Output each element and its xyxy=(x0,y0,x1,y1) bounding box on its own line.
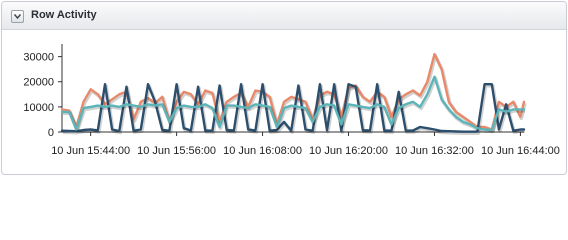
panel-header: Row Activity xyxy=(2,2,566,30)
panel-title: Row Activity xyxy=(31,9,97,21)
series-line xyxy=(60,83,526,133)
series-line xyxy=(60,52,526,131)
y-tick-label: 20000 xyxy=(23,77,54,89)
y-tick-label: 0 xyxy=(48,127,54,139)
chart-area: 0 10000 20000 30000 10 Jun 15:44:00 10 Jun 15… xyxy=(2,30,566,174)
x-tick-label: 10 Jun 15:56:00 xyxy=(137,145,216,157)
x-tick-label: 10 Jun 16:20:00 xyxy=(309,145,388,157)
x-tick-label: 10 Jun 16:08:00 xyxy=(223,145,302,157)
y-tick-label: 30000 xyxy=(23,52,54,64)
x-tick-label: 10 Jun 16:32:00 xyxy=(395,145,474,157)
series-line-shadow xyxy=(62,83,525,135)
row-activity-chart: 0 10000 20000 30000 10 Jun 15:44:00 10 Jun 15… xyxy=(23,44,560,157)
y-tick-label: 10000 xyxy=(23,102,54,114)
collapse-button[interactable] xyxy=(11,10,24,23)
x-tick-label: 10 Jun 15:44:00 xyxy=(51,145,130,157)
chevron-down-icon xyxy=(14,14,21,19)
series-line xyxy=(60,75,526,132)
row-activity-panel: Row Activity 0 10000 20000 30000 10 Jun 15:4… xyxy=(1,1,567,175)
x-tick-label: 10 Jun 16:44:00 xyxy=(481,145,560,157)
